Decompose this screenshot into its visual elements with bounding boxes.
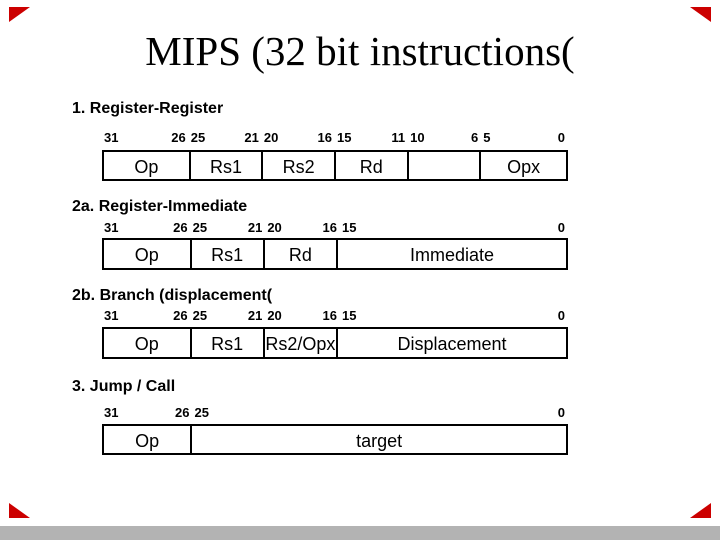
corner-triangle-top-left-icon [9,7,30,22]
bit-low-label: 0 [557,130,565,145]
bit-low-label: 21 [247,308,263,323]
bit-high-label: 20 [263,130,279,145]
bottom-edge-bar [0,526,720,540]
bit-high-label: 31 [104,405,119,420]
bit-high-label: 5 [483,130,491,145]
bit-range-labels: 25 21 [191,309,266,322]
field-cell: Immediate [409,245,495,265]
bit-high-label: 15 [342,308,357,323]
bit-low-label: 16 [322,220,337,235]
bit-range-labels: 10 6 [408,131,481,144]
section-heading: 2b. Branch (displacement( [72,287,273,304]
bit-low-label: 0 [557,405,565,420]
instruction-word-box: Op target [102,424,568,455]
bit-high-label: 15 [342,220,357,235]
bit-high-label: 20 [267,220,282,235]
corner-triangle-top-right-icon [690,7,711,22]
bit-low-label: 0 [557,220,565,235]
bit-high-label: 25 [194,405,209,420]
section-heading: 1. Register-Register [72,100,224,117]
bit-high-label: 25 [192,220,208,235]
field-cell: Rs1 [192,329,265,357]
field-cell: Rs1 [191,152,264,179]
bit-number-row: 31 26 25 0 [102,406,568,419]
bit-low-label: 26 [171,130,186,145]
field-cell: Op [104,329,192,357]
bit-low-label: 26 [173,220,188,235]
bit-low-label: 26 [175,405,190,420]
section-heading: 2a. Register-Immediate [72,198,248,215]
bit-high-label: 20 [267,308,282,323]
field-cell: Op [104,240,192,268]
bit-range-labels: 15 0 [340,309,568,322]
field-cell: target [356,430,403,451]
bit-range-labels: 31 26 [102,309,191,322]
field-cell: Rd [336,152,409,179]
bit-high-label: 31 [104,220,119,235]
field-cell [409,152,482,179]
bit-low-label: 21 [244,130,259,145]
bit-range-labels: 31 26 [102,406,193,419]
field-cell: Op [104,426,193,453]
field-cell: Rd [265,240,338,268]
bit-range-labels: 15 0 [340,221,568,234]
field-cell: Rs1 [192,240,265,268]
field-cell: Rs2/Opx [265,329,338,357]
corner-triangle-bottom-left-icon [9,503,30,518]
bit-range-labels: 25 21 [191,221,266,234]
bit-low-label: 0 [557,308,565,323]
bit-high-label: 15 [337,130,352,145]
bit-low-label: 11 [391,130,406,145]
field-cell: Op [104,152,191,179]
bit-high-label: 25 [190,130,206,145]
bit-range-labels: 25 0 [193,406,569,419]
bit-high-label: 10 [410,130,425,145]
bit-high-label: 25 [192,308,208,323]
bit-low-label: 6 [471,130,479,145]
bit-high-label: 31 [104,308,119,323]
bit-range-labels: 25 21 [189,131,262,144]
bit-range-labels: 31 26 [102,221,191,234]
bit-low-label: 21 [247,220,263,235]
field-cell: Rs2 [263,152,336,179]
bit-high-label: 31 [104,130,119,145]
bit-low-label: 16 [317,130,332,145]
bit-low-label: 16 [322,308,337,323]
field-cell: Displacement [397,334,507,354]
bit-low-label: 26 [173,308,188,323]
slide-title: MIPS (32 bit instructions( [145,28,575,74]
section-heading: 3. Jump / Call [72,378,176,395]
corner-triangle-bottom-right-icon [690,503,711,518]
bit-range-labels: 31 26 [102,131,189,144]
field-cell: Opx [507,156,541,177]
